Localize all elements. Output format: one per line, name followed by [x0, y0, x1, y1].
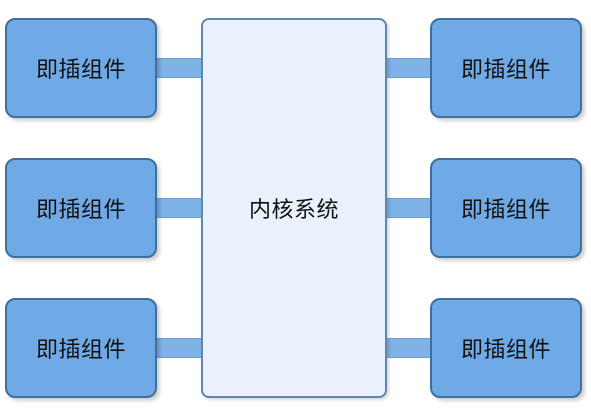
kernel-system-label: 内核系统	[248, 198, 339, 223]
connector-left-3	[152, 338, 207, 358]
kernel-system-box: 内核系统	[201, 18, 387, 398]
plugin-component-right-1: 即插组件	[430, 18, 582, 118]
plugin-component-label: 即插组件	[460, 338, 551, 363]
connector-right-2	[382, 198, 434, 218]
plugin-component-label: 即插组件	[35, 58, 126, 83]
plugin-component-label: 即插组件	[460, 198, 551, 223]
plugin-component-left-2: 即插组件	[5, 158, 157, 258]
plugin-component-left-1: 即插组件	[5, 18, 157, 118]
plugin-component-left-3: 即插组件	[5, 298, 157, 398]
plugin-component-right-3: 即插组件	[430, 298, 582, 398]
plugin-component-label: 即插组件	[460, 58, 551, 83]
plugin-component-label: 即插组件	[35, 198, 126, 223]
connector-left-1	[152, 58, 207, 78]
plugin-component-right-2: 即插组件	[430, 158, 582, 258]
connector-left-2	[152, 198, 207, 218]
connector-right-3	[382, 338, 434, 358]
plugin-component-label: 即插组件	[35, 338, 126, 363]
connector-right-1	[382, 58, 434, 78]
